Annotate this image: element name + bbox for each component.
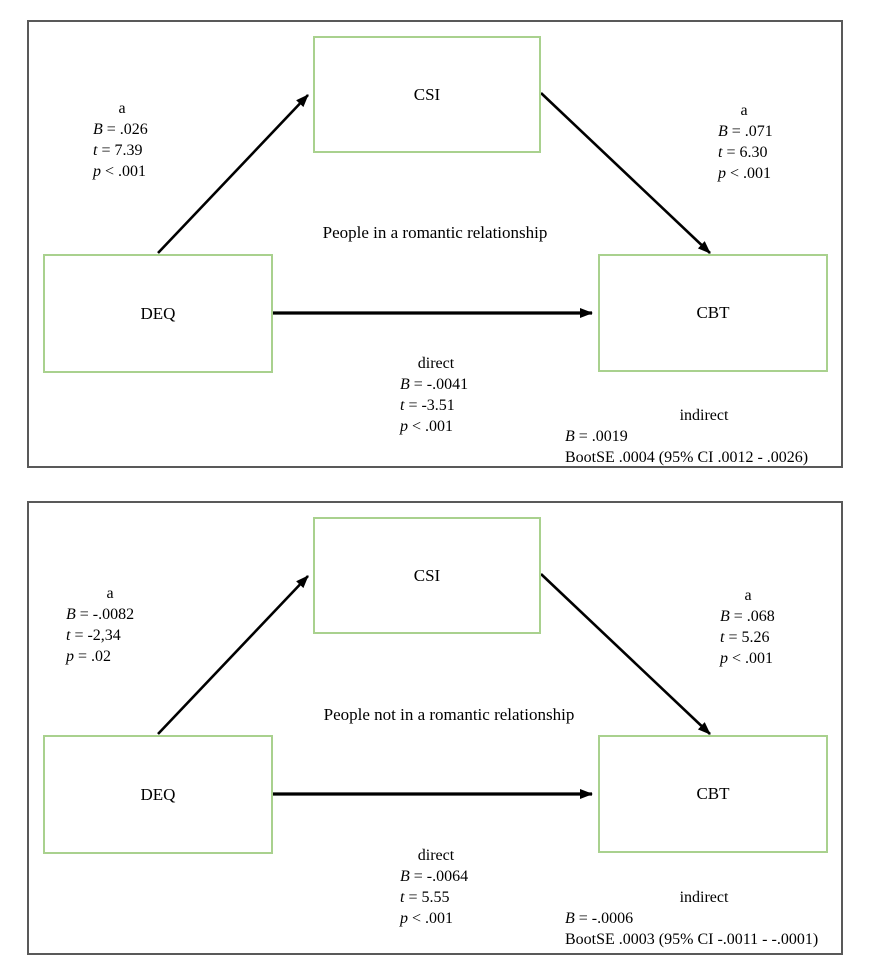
arrow-csi-to-cbt	[540, 573, 711, 735]
node-cbt: CBT	[598, 735, 828, 853]
node-csi: CSI	[313, 517, 541, 634]
stat-row-t: t = -2,34	[66, 627, 121, 644]
path-a-right-stats: a B = .068 t = 5.26 p < .001	[720, 585, 776, 669]
stat-row-p: p < .001	[400, 910, 454, 927]
group-label: People in a romantic relationship	[322, 223, 548, 242]
panel-not-romantic: CSI DEQ CBT People not in a romantic rel…	[27, 501, 843, 955]
path-a-left-stats: a B = .026 t = 7.39 p < .001	[93, 98, 151, 182]
stat-row-t: t = 6.30	[718, 144, 768, 161]
indirect-effect-stats: indirect B = -.0006 BootSE .0003 (95% CI…	[565, 887, 843, 950]
node-cbt-label: CBT	[696, 784, 730, 803]
indirect-effect-tag: indirect	[679, 889, 729, 906]
node-deq-label: DEQ	[140, 303, 176, 323]
stat-row-p: p < .001	[93, 163, 147, 180]
stat-row-b: B = -.0006	[565, 910, 634, 927]
direct-effect-tag: direct	[417, 847, 455, 864]
path-a-tag: a	[106, 585, 114, 602]
node-csi-label: CSI	[413, 84, 441, 104]
path-a-left-stats: a B = -.0082 t = -2,34 p = .02	[66, 583, 154, 667]
stat-row-t: t = -3.51	[400, 397, 455, 414]
node-cbt: CBT	[598, 254, 828, 372]
arrow-deq-to-csi	[157, 94, 309, 254]
panel-romantic: CSI DEQ CBT People in a romantic relatio…	[27, 20, 843, 468]
stat-row-b: B = .026	[93, 121, 148, 138]
path-arrows	[157, 92, 711, 318]
group-label: People not in a romantic relationship	[323, 705, 575, 724]
direct-effect-tag: direct	[417, 355, 455, 372]
stat-row-b: B = .068	[720, 608, 775, 625]
stat-row-t: t = 5.26	[720, 629, 770, 646]
stat-row-t: t = 5.55	[400, 889, 450, 906]
arrow-csi-to-cbt	[540, 92, 711, 254]
path-a-right-stats: a B = .071 t = 6.30 p < .001	[718, 100, 773, 184]
stat-row-p: p < .001	[400, 418, 454, 435]
stat-row-b: B = -.0041	[400, 376, 469, 393]
path-a-tag: a	[744, 587, 752, 604]
path-a-tag: a	[118, 100, 126, 117]
node-deq: DEQ	[43, 254, 273, 373]
indirect-effect-stats: indirect B = .0019 BootSE .0004 (95% CI …	[565, 405, 843, 468]
stat-row-t: t = 7.39	[93, 142, 143, 159]
indirect-effect-tag: indirect	[679, 407, 729, 424]
stat-row-p: p < .001	[718, 165, 772, 182]
direct-effect-stats: direct B = -.0041 t = -3.51 p < .001	[400, 353, 472, 437]
stat-row-bootse: BootSE .0003 (95% CI -.0011 - -.0001)	[565, 931, 819, 948]
node-csi: CSI	[313, 36, 541, 153]
stat-row-b: B = -.0064	[400, 868, 469, 885]
node-deq-label: DEQ	[140, 784, 176, 804]
node-csi-label: CSI	[413, 565, 441, 585]
arrow-deq-to-csi	[157, 575, 309, 735]
stat-row-bootse: BootSE .0004 (95% CI .0012 - .0026)	[565, 449, 809, 466]
stat-row-p: p < .001	[720, 650, 774, 667]
stat-row-p: p = .02	[66, 648, 112, 665]
path-a-tag: a	[740, 102, 748, 119]
stat-row-b: B = .0019	[565, 428, 628, 445]
node-deq: DEQ	[43, 735, 273, 854]
stat-row-b: B = -.0082	[66, 606, 135, 623]
stat-row-b: B = .071	[718, 123, 773, 140]
direct-effect-stats: direct B = -.0064 t = 5.55 p < .001	[400, 845, 472, 929]
node-cbt-label: CBT	[696, 303, 730, 322]
path-arrows	[157, 573, 711, 799]
